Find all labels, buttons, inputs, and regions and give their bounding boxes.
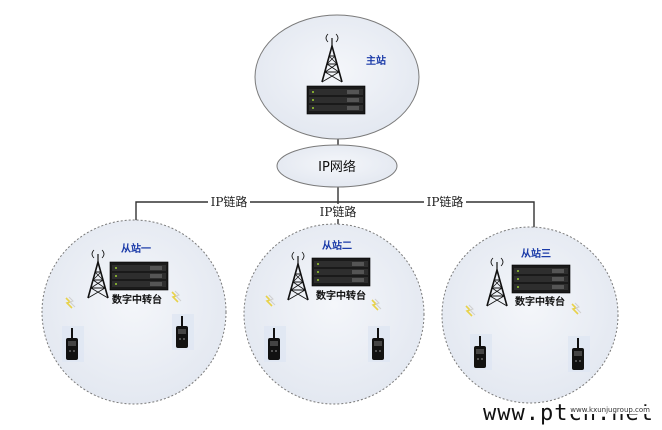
master-repeater-icon	[306, 85, 366, 115]
slave-2-repeater-label: 数字中转台	[316, 289, 366, 302]
slave-station-1: 从站一 数字中转台	[41, 219, 227, 405]
radio-icon	[470, 334, 492, 370]
link-label-3: IP链路	[427, 194, 464, 209]
radio-icon	[172, 314, 194, 350]
slave-station-2: 从站二 数字中转台	[243, 223, 425, 405]
slave-station-3: 从站三 数字中转台	[441, 226, 619, 404]
radio-icon	[368, 326, 390, 362]
master-station: 主站	[254, 14, 420, 140]
radio-icon	[62, 326, 84, 362]
slave-3-repeater-label: 数字中转台	[515, 295, 565, 308]
master-label: 主站	[366, 54, 386, 67]
link-label-2: IP链路	[320, 204, 357, 219]
slave-2-repeater-icon	[311, 257, 371, 287]
ip-network: IP网络	[276, 144, 398, 188]
slave-2-label: 从站二	[322, 239, 352, 252]
radio-icon	[264, 326, 286, 362]
watermark-url: www.kxunjugroup.com	[568, 406, 652, 414]
slave-1-repeater-icon	[109, 261, 169, 291]
slave-1-label: 从站一	[121, 242, 151, 255]
ip-network-label: IP网络	[318, 159, 356, 175]
link-label-1: IP链路	[211, 194, 248, 209]
radio-icon	[568, 336, 590, 372]
slave-3-label: 从站三	[521, 247, 551, 260]
slave-3-repeater-icon	[511, 264, 571, 294]
slave-1-repeater-label: 数字中转台	[112, 293, 162, 306]
